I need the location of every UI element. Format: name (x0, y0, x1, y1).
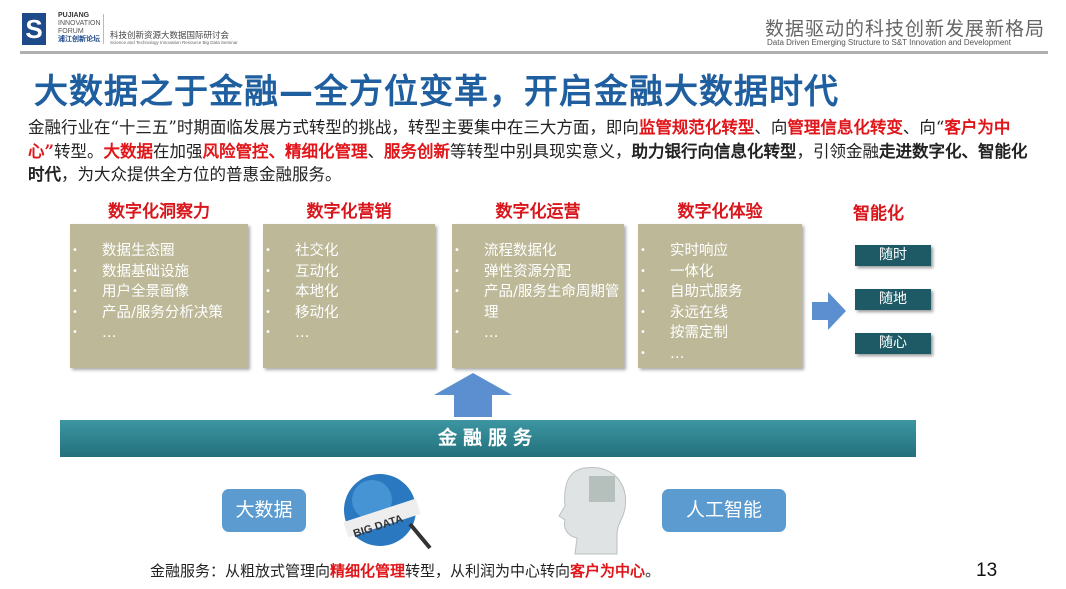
theme-en: Data Driven Emerging Structure to S&T In… (767, 38, 1011, 47)
divider (103, 14, 104, 44)
list-item: 数据生态圈 (70, 241, 248, 262)
text-segment: 。 (645, 562, 661, 580)
list-item: 数据基础设施 (70, 262, 248, 283)
forum-name-en: Science and Technology Innovation Resour… (110, 40, 238, 45)
highlight-segment: 风险管控、精细化管理 (202, 141, 368, 161)
text-segment: 、向“ (902, 118, 945, 137)
text-segment: 在加强 (153, 141, 203, 161)
list-item: 流程数据化 (452, 241, 624, 262)
list-item: 自助式服务 (638, 282, 802, 303)
intro-paragraph: 金融行业在“十三五”时期面临发展方式转型的挑战，转型主要集中在三大方面，即向监管… (28, 116, 1028, 187)
list-item: 永远在线 (638, 303, 802, 324)
list-item: 本地化 (263, 282, 435, 303)
text-segment: 转型。 (54, 141, 104, 161)
list-item: 移动化 (263, 303, 435, 324)
highlight-segment: 走进数字化、智能化时代 (28, 141, 1028, 185)
text-segment: 金融服务：从粗放式管理向 (150, 562, 331, 580)
page-number: 13 (976, 560, 998, 581)
text-segment: 、 (367, 141, 385, 161)
list-item: 产品/服务生命周期管理 (452, 282, 624, 323)
list-item: … (70, 323, 248, 344)
category-title: 数字化体验 (677, 202, 763, 222)
category-box: 数据生态圈数据基础设施用户全景画像产品/服务分析决策… (70, 224, 248, 368)
highlight-segment: 精细化管理 (330, 562, 406, 580)
list-item: 互动化 (263, 262, 435, 283)
list-item: 社交化 (263, 241, 435, 262)
list-item: 产品/服务分析决策 (70, 303, 248, 324)
tag-anytime: 随时 (855, 245, 931, 266)
highlight-segment: 客户为中心 (570, 562, 646, 580)
tag-anywhere: 随地 (855, 289, 931, 310)
list-item: … (452, 323, 624, 344)
list-item: 按需定制 (638, 323, 802, 344)
text-segment: ，引领金融 (796, 141, 880, 161)
ai-label: 人工智能 (662, 489, 786, 532)
text-segment: 转型，从利润为中心转向 (405, 562, 571, 580)
list-item: … (263, 323, 435, 344)
logo-line: PUJIANG (58, 12, 90, 19)
category-title: 数字化营销 (306, 202, 392, 222)
list-item: 弹性资源分配 (452, 262, 624, 283)
text-segment: 等转型中别具现实意义， (450, 141, 632, 161)
header-divider (20, 51, 1048, 54)
logo-line: INNOVATION (58, 20, 101, 27)
highlight-segment: 客户为中心” (28, 118, 1011, 161)
big-data-globe-image: BIG DATA (343, 474, 432, 550)
category-title: 数字化洞察力 (108, 202, 210, 222)
text-segment: 、向 (754, 118, 788, 137)
ai-head-image (558, 467, 627, 555)
category-box: 流程数据化弹性资源分配产品/服务生命周期管理… (452, 224, 624, 368)
forum-name-cn: 科技创新资源大数据国际研讨会 (110, 31, 230, 41)
smart-title: 智能化 (853, 204, 904, 224)
big-data-label: 大数据 (222, 489, 306, 532)
highlight-segment: 大数据 (103, 141, 154, 161)
list-item: 一体化 (638, 262, 802, 283)
slide-title: 大数据之于金融—全方位变革，开启金融大数据时代 (34, 72, 839, 112)
highlight-segment: 监管规范化转型 (638, 118, 755, 137)
theme-cn: 数据驱动的科技创新发展新格局 (765, 18, 1046, 40)
logo-line: FORUM (58, 28, 84, 35)
highlight-segment: 服务创新 (384, 141, 450, 161)
right-arrow-icon (812, 292, 846, 330)
forum-logo: S (22, 13, 46, 45)
logo-text: PUJIANG INNOVATION FORUM 浦江创新论坛 (58, 12, 101, 44)
list-item: … (638, 344, 802, 365)
category-box: 社交化互动化本地化移动化… (263, 224, 435, 368)
list-item: 用户全景画像 (70, 282, 248, 303)
up-arrow-icon (434, 373, 512, 417)
highlight-segment: 助力银行向信息化转型 (631, 141, 797, 161)
financial-services-band: 金融服务 (60, 420, 916, 457)
highlight-segment: 管理信息化转变 (787, 118, 903, 137)
list-item: 实时响应 (638, 241, 802, 262)
category-box: 实时响应一体化自助式服务永远在线按需定制… (638, 224, 802, 368)
footer-note: 金融服务：从粗放式管理向精细化管理转型，从利润为中心转向客户为中心。 (150, 560, 660, 581)
text-segment: ，为大众提供全方位的普惠金融服务。 (61, 165, 342, 184)
tag-at-will: 随心 (855, 333, 931, 354)
category-title: 数字化运营 (495, 202, 581, 222)
logo-line: 浦江创新论坛 (58, 36, 100, 43)
text-segment: 金融行业在“十三五”时期面临发展方式转型的挑战，转型主要集中在三大方面，即向 (28, 118, 639, 137)
